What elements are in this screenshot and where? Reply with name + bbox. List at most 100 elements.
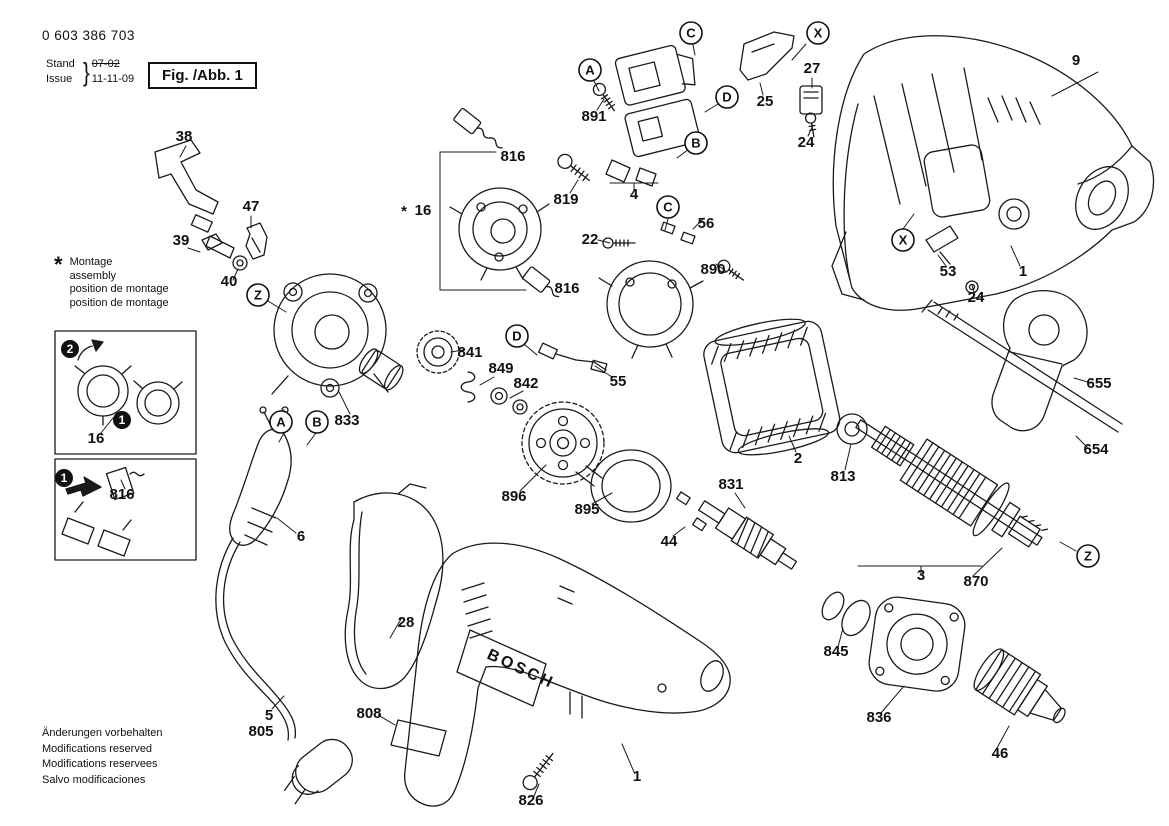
svg-text:C: C <box>663 200 673 215</box>
carbon-brush-816-top <box>453 107 503 149</box>
svg-text:D: D <box>722 90 731 105</box>
cap-845 <box>821 591 871 637</box>
montage-note-line: assembly <box>69 269 117 282</box>
spring-849 <box>460 371 476 403</box>
terminal-55 <box>537 342 608 374</box>
part-label-819: 819 <box>553 191 578 208</box>
svg-text:X: X <box>899 233 908 248</box>
part-label-1: 1 <box>1019 263 1027 280</box>
part-label-53: 53 <box>940 263 957 280</box>
stand-value: 07-02 <box>91 58 120 70</box>
montage-note-line: position de montage <box>69 283 169 295</box>
screw-819 <box>557 153 591 182</box>
part-label-2: 2 <box>794 450 802 467</box>
callout-X: X <box>806 21 830 45</box>
callout-B: B <box>305 410 329 434</box>
part-label-56: 56 <box>698 215 715 232</box>
part-label-4: 4 <box>630 186 639 203</box>
part-label-836: 836 <box>866 709 891 726</box>
svg-text:Z: Z <box>1084 549 1092 564</box>
screw-826 <box>522 752 554 791</box>
part-label-55: 55 <box>610 373 627 390</box>
part-label-890: 890 <box>700 261 725 278</box>
ring-40 <box>232 255 248 271</box>
part-27 <box>799 85 823 115</box>
part-label-24: 24 <box>798 134 815 151</box>
clip-53 <box>925 225 959 265</box>
svg-text:B: B <box>691 136 700 151</box>
part-label-845: 845 <box>823 643 848 660</box>
gear-housing-836 <box>868 596 966 692</box>
part-label-9: 9 <box>1072 52 1080 69</box>
carbon-brush-816-mid <box>522 266 560 298</box>
screw-890 <box>717 259 745 281</box>
lever-38 <box>154 139 235 259</box>
part-label-44: 44 <box>661 533 678 550</box>
figure-label: Fig. /Abb. 1 <box>162 67 243 84</box>
part-label-891: 891 <box>581 108 606 125</box>
part-label-816: 816 <box>109 486 134 503</box>
brush-25 <box>739 31 795 81</box>
aux-handle-655 <box>991 289 1088 432</box>
part-label-24: 24 <box>968 289 985 306</box>
part-label-1: 1 <box>633 768 641 785</box>
part-label-896: 896 <box>501 488 526 505</box>
callout-A: A <box>269 410 293 434</box>
brush-holder-assembly-4 <box>605 44 701 187</box>
step-badge-1: 1 <box>113 411 131 429</box>
svg-text:D: D <box>512 329 521 344</box>
part-label-655: 655 <box>1086 375 1111 392</box>
part-label-27: 27 <box>804 60 821 77</box>
part-label-16: 16 <box>415 202 432 219</box>
figure-label-box: Fig. /Abb. 1 <box>148 62 257 89</box>
motor-housing <box>831 35 1155 311</box>
footer-note-line: Änderungen vorbehalten <box>42 727 163 739</box>
svg-text:B: B <box>312 415 321 430</box>
callout-Z: Z <box>246 283 270 307</box>
part-label-654: 654 <box>1083 441 1109 458</box>
footer-note-line: Salvo modificaciones <box>42 773 146 786</box>
footer-note-line: Modifications reserved <box>42 742 153 755</box>
part-label-870: 870 <box>963 573 988 590</box>
issue-value: 11-11-09 <box>91 73 135 85</box>
part-label-5: 5 <box>265 707 273 724</box>
part-label-831: 831 <box>718 476 743 493</box>
part-label-833: 833 <box>334 412 359 429</box>
part-label-28: 28 <box>398 614 415 631</box>
callout-D: D <box>715 85 739 109</box>
part-label-46: 46 <box>992 745 1009 762</box>
part-label-808: 808 <box>356 705 381 722</box>
svg-text:2: 2 <box>67 342 74 356</box>
callout-D: D <box>505 324 529 348</box>
part-label-*: * <box>401 203 407 220</box>
callout-A: A <box>578 58 602 82</box>
part-label-40: 40 <box>221 273 238 290</box>
callout-B: B <box>684 131 708 155</box>
part-label-895: 895 <box>574 501 599 518</box>
field-flange <box>598 260 704 359</box>
svg-text:Z: Z <box>254 288 262 303</box>
part-label-816: 816 <box>500 148 525 165</box>
clip-47 <box>245 222 268 260</box>
svg-text:C: C <box>686 26 696 41</box>
svg-text:1: 1 <box>61 471 68 485</box>
bearing-flange-16 <box>449 187 550 281</box>
screw-22 <box>602 237 636 249</box>
spindle-831 <box>698 500 798 570</box>
part-label-3: 3 <box>917 567 925 584</box>
montage-note-line: Montage <box>69 256 113 268</box>
callout-Z: Z <box>1076 544 1100 568</box>
leader-lines <box>100 43 1099 797</box>
drill-body-1 <box>404 542 731 807</box>
part-label-47: 47 <box>243 198 260 215</box>
brace-glyph: } <box>82 57 90 87</box>
gear-896 <box>521 401 605 487</box>
montage-note-line: position de montage <box>69 296 169 309</box>
armature-3 <box>855 419 1049 548</box>
stand-issue-block: Stand Issue } 07-02 11-11-09 <box>46 57 134 87</box>
ring-895 <box>590 449 672 523</box>
